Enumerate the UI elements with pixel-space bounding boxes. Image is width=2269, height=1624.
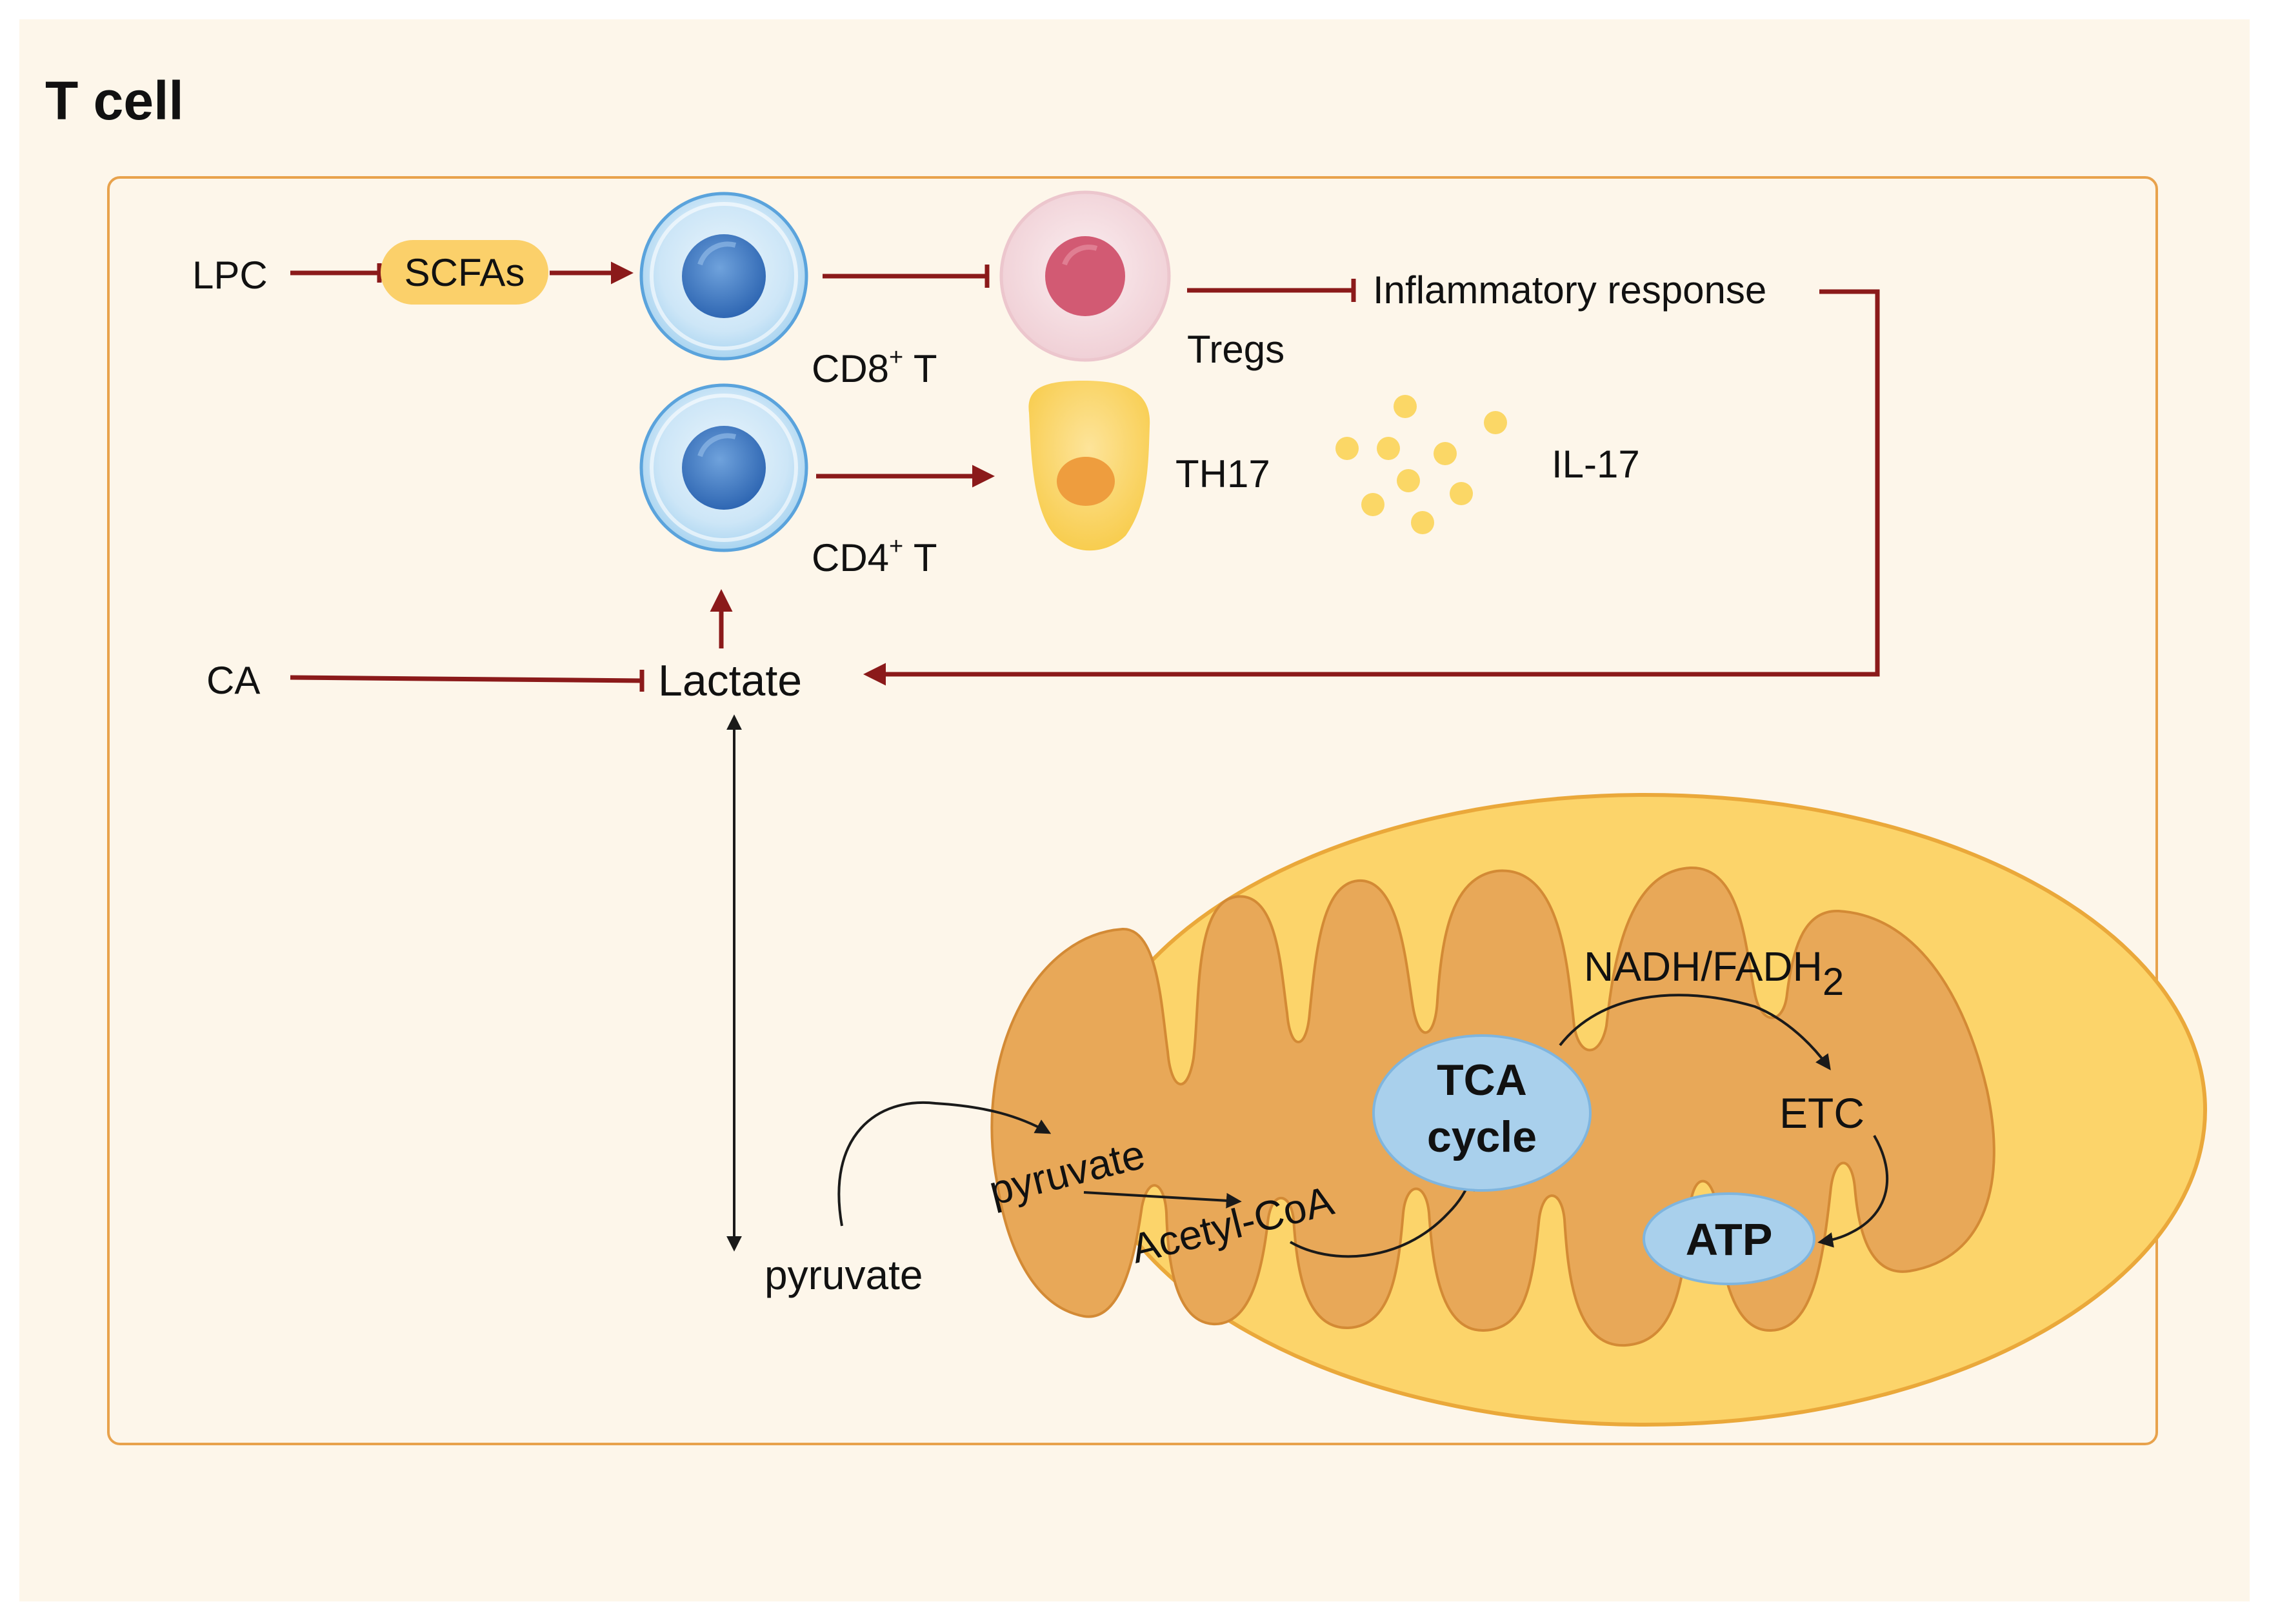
tca-label-line2: cycle: [1427, 1112, 1537, 1161]
panel-title: T cell: [45, 70, 184, 131]
atp-label: ATP: [1686, 1214, 1773, 1265]
inflammatory-to-lactate-arrow: [863, 289, 1880, 686]
ca-label: CA: [206, 659, 260, 702]
il17-label: IL-17: [1552, 443, 1640, 486]
th17-cell-icon: [1028, 381, 1150, 551]
pyruvate-to-acetylcoa-arrow: [1083, 1191, 1242, 1208]
tregs-label: Tregs: [1187, 328, 1284, 371]
inflammatory-label: Inflammatory response: [1373, 268, 1766, 312]
scfas-label: SCFAs: [405, 251, 525, 294]
cd8-t-cell-icon: [639, 192, 808, 361]
il17-cytokine-dots-icon: [1335, 395, 1507, 534]
etc-label: ETC: [1779, 1089, 1864, 1137]
pyruvate-transport-arrow: [837, 1101, 1052, 1227]
cd8-label: CD8+ T: [812, 344, 937, 390]
treg-cell-icon: [999, 190, 1171, 362]
scfas-pill: [381, 240, 548, 305]
acetylcoa-to-tca-arrow: [1289, 1174, 1475, 1258]
etc-to-atp-arrow: [1817, 1134, 1889, 1248]
atp-ellipse: [1643, 1192, 1815, 1285]
ca-to-lactate-inhibit: [290, 675, 643, 683]
tca-label-line1: TCA: [1437, 1056, 1527, 1105]
tca-cycle-ellipse: [1372, 1034, 1592, 1192]
lactate-label: Lactate: [658, 656, 802, 705]
pyruvate-outside-label: pyruvate: [765, 1252, 923, 1298]
th17-label: TH17: [1175, 452, 1270, 496]
lpc-label: LPC: [192, 254, 268, 297]
cd4-t-cell-icon: [639, 383, 808, 552]
nadh-label: NADH/FADH2: [1584, 943, 1844, 1003]
cd4-label: CD4+ T: [812, 533, 937, 579]
tca-to-etc-arrow: [1559, 994, 1831, 1070]
